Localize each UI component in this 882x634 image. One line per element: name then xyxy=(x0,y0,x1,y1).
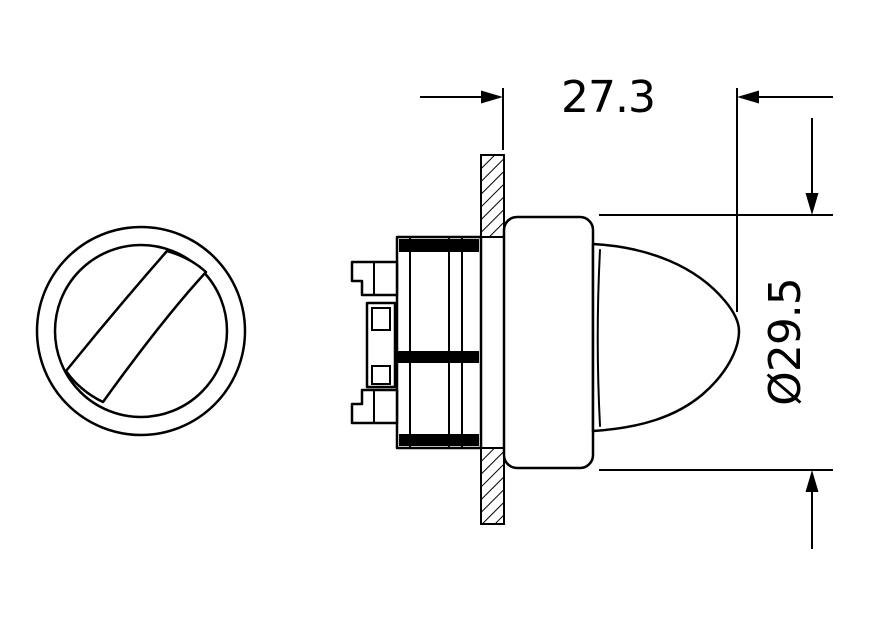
dimension-width-label: 27.3 xyxy=(561,72,655,123)
arrowhead-right-icon xyxy=(481,90,503,104)
knob-base-line xyxy=(596,249,601,427)
panel-hatch-lower xyxy=(481,449,504,524)
panel-cross-section xyxy=(480,154,505,525)
selector-knob-blade xyxy=(64,249,208,404)
dimension-projection-width: 27.3 xyxy=(420,72,833,312)
panel-hatch-upper xyxy=(481,155,504,236)
thread-band-bottom xyxy=(399,434,479,446)
side-view xyxy=(350,154,741,525)
latch-detail-lower xyxy=(371,365,391,385)
front-bezel xyxy=(502,215,595,470)
front-view xyxy=(35,225,247,437)
rear-mounting-assembly xyxy=(350,235,483,450)
arrowhead-down-icon xyxy=(805,193,819,215)
arrowhead-left-icon xyxy=(737,90,759,104)
thread-band-top xyxy=(399,239,479,252)
arrowhead-up-icon xyxy=(805,470,819,492)
knob-lever-profile xyxy=(591,242,741,433)
latch-detail-upper xyxy=(371,307,391,331)
dimension-bezel-diameter: Ø29.5 xyxy=(599,118,833,549)
dimension-diameter-label: Ø29.5 xyxy=(760,278,811,406)
